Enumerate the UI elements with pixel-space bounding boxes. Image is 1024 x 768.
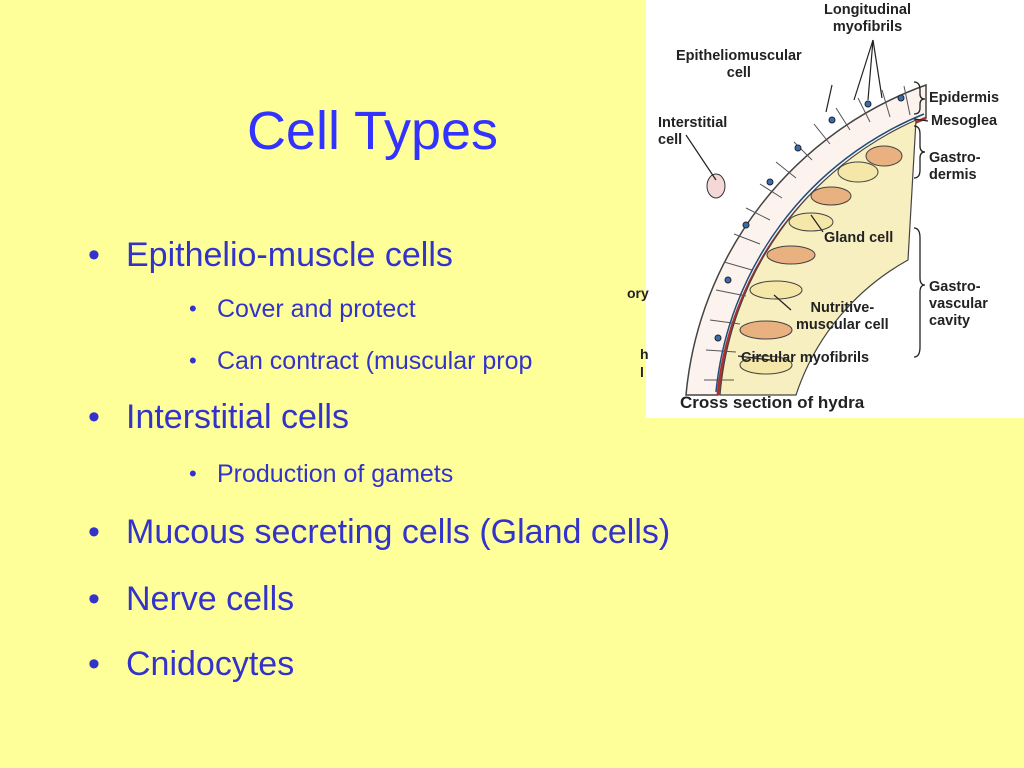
label-epidermis: Epidermis [929,90,1000,106]
label-gastrodermis: Gastro-dermis [929,150,981,183]
bullet-cnidocytes: Cnidocytes [88,645,294,684]
bullet-nerve-cells: Nerve cells [88,580,294,619]
slide-title: Cell Types [246,101,499,161]
bullet-interstitial-cells: Interstitial cells [88,398,349,437]
hydra-diagram [685,39,929,396]
sub-bullet-can-contract: Can contract (muscular prop [189,347,532,376]
label-circular-myofibrils: Circular myofibrils [741,350,870,366]
sub-bullet-cover-and-protect: Cover and protect [189,295,416,324]
figure-fragment-ory: ory [627,285,649,301]
figure-caption: Cross section of hydra [680,393,865,412]
bullet-mucous-secreting-cells: Mucous secreting cells (Gland cells) [88,513,670,552]
figure-fragment-l: l [640,364,644,380]
sub-bullet-production-of-gamets: Production of gamets [189,460,453,489]
braces [913,81,926,358]
label-nutritive-muscular-cell: Nutritive-muscular cell [796,300,889,333]
label-pointers [685,39,929,361]
tissue-drawing [685,83,927,396]
figure-fragment-h: h [640,346,649,362]
label-mesoglea: Mesoglea [931,113,998,129]
bullet-epithelio-muscle-cells: Epithelio-muscle cells [88,236,453,275]
label-gland-cell: Gland cell [824,230,894,246]
